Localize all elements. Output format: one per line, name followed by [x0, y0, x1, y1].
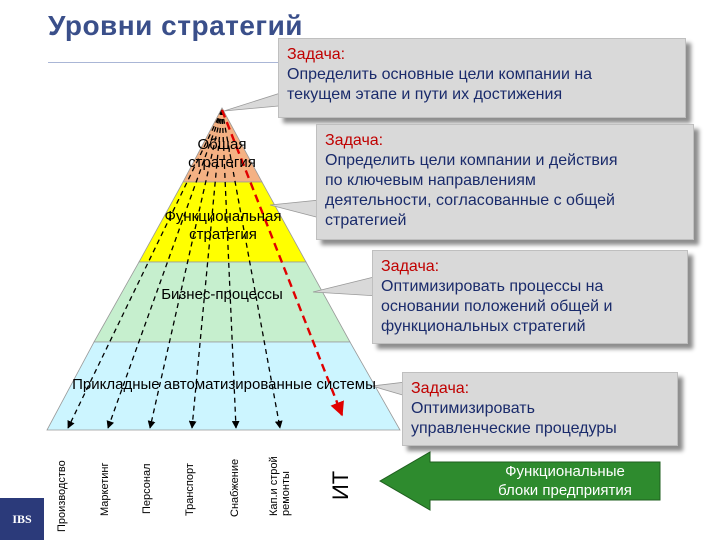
pyramid-label-business-processes: Бизнес-процессы: [161, 286, 283, 303]
callout-3-pointer: [312, 275, 379, 297]
functional-blocks-arrow: [379, 451, 661, 511]
task-text: Определить основные цели компании на тек…: [287, 66, 593, 103]
block-label-it: ИТ: [328, 470, 353, 500]
block-label-production: Производство: [56, 460, 68, 532]
task-text: Оптимизировать процессы на основании пол…: [381, 278, 613, 335]
task-heading: Задача:: [411, 380, 470, 397]
pyramid-label-automated-systems: Прикладные автоматизированные системы: [72, 376, 376, 393]
task-callout-general: Задача: Определить основные цели компани…: [278, 38, 686, 118]
dashed-arrow-marketing: [106, 109, 223, 429]
functional-blocks-label: Функциональные блоки предприятия: [498, 463, 632, 499]
dashed-arrow-it: [220, 109, 344, 417]
block-label-repairs: Кап.и строй ремонты: [268, 456, 292, 516]
dashed-arrow-supply: [221, 109, 240, 429]
dashed-arrow-personnel: [147, 109, 223, 429]
slide-title: Уровни стратегий: [48, 10, 304, 41]
ibs-logo: IBS: [0, 498, 44, 540]
task-callout-functional: Задача: Определить цели компании и дейст…: [316, 124, 694, 240]
task-heading: Задача:: [381, 258, 440, 275]
pyramid-label-general-strategy: Общая стратегия: [188, 136, 256, 171]
title-divider: [48, 62, 288, 63]
task-callout-systems: Задача: Оптимизировать управленческие пр…: [402, 372, 678, 446]
task-text: Оптимизировать управленческие процедуры: [411, 400, 617, 437]
task-callout-processes: Задача: Оптимизировать процессы на основ…: [372, 250, 688, 344]
task-heading: Задача:: [325, 132, 384, 149]
block-label-personnel: Персонал: [141, 463, 153, 515]
block-label-marketing: Маркетинг: [99, 462, 111, 516]
task-heading: Задача:: [287, 46, 346, 63]
pyramid-label-functional-strategy: Функциональная стратегия: [164, 208, 282, 243]
block-label-transport: Транспорт: [184, 463, 196, 516]
dashed-arrow-production: [67, 109, 223, 429]
task-text: Определить цели компании и действия по к…: [325, 152, 618, 229]
block-label-supply: Снабжение: [229, 458, 241, 517]
